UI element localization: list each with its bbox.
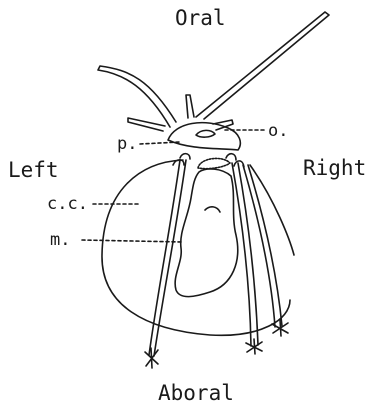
label-m: m. [50, 230, 70, 250]
aboral-label: Aboral [158, 381, 234, 405]
right-label: Right [303, 156, 366, 180]
tip-tuft-mid [246, 339, 262, 354]
gut-fold [205, 207, 220, 212]
label-o: o. [268, 121, 288, 141]
oral-crown [168, 123, 240, 150]
label-cc: c.c. [47, 194, 88, 214]
tip-tuft-left [145, 348, 158, 368]
oral-label: Oral [175, 6, 226, 30]
body-outline [102, 160, 290, 335]
pharynx-cap [198, 158, 230, 168]
aboral-arm-outer [250, 165, 294, 255]
left-label: Left [8, 158, 59, 182]
gut [175, 169, 238, 297]
oral-opening [196, 130, 215, 137]
crown-lobe-right-1 [226, 154, 236, 160]
upper-left-arm [98, 66, 176, 127]
label-p: p. [117, 134, 137, 154]
short-arm-up [186, 95, 194, 118]
aboral-arm-mid [232, 163, 258, 346]
crown-lobe-left-1 [180, 154, 190, 159]
short-arm-left [128, 118, 165, 131]
